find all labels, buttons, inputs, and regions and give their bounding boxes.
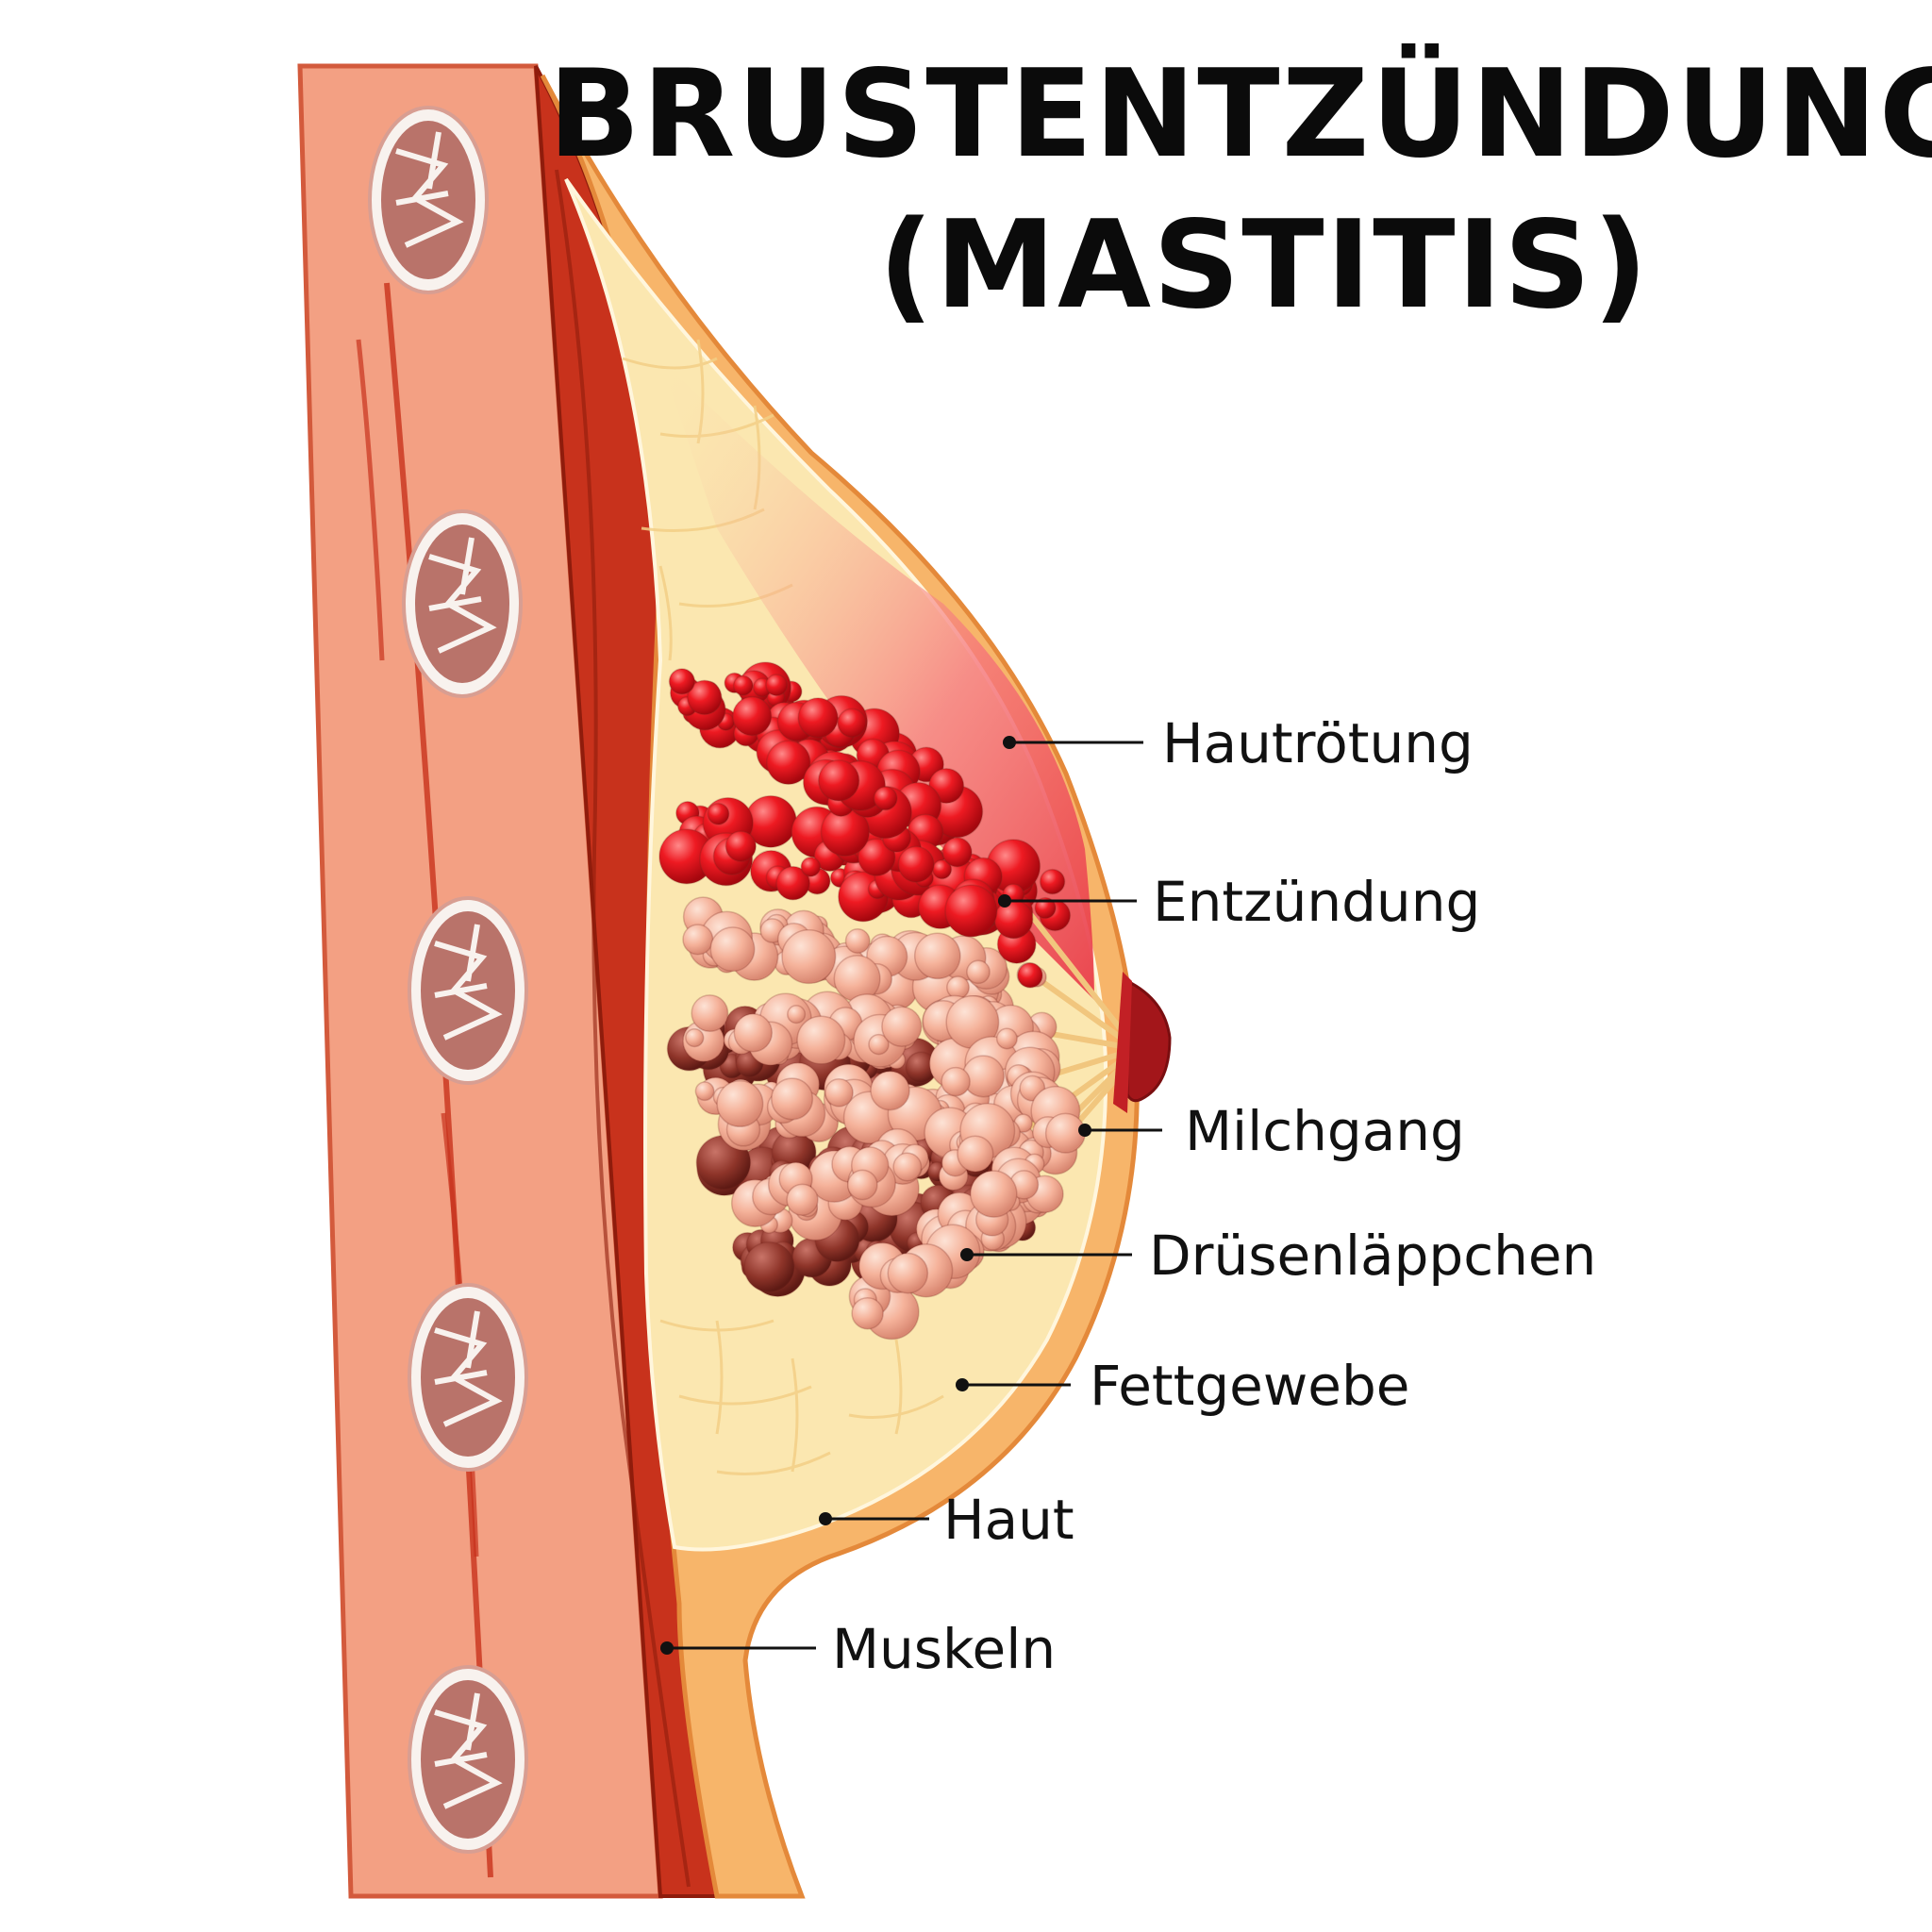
inflamed-bead [993, 899, 1034, 940]
lobule-bead [868, 1033, 890, 1056]
inflamed-bead [1017, 962, 1043, 989]
inflamed-bead [732, 696, 773, 737]
lobule-bead [786, 1183, 819, 1216]
skin-redness-area [660, 358, 1094, 1000]
inflamed-bead [817, 759, 860, 802]
inflamed-bead [837, 708, 867, 738]
rib-5 [408, 1665, 528, 1854]
lobule-bead [870, 1070, 910, 1111]
rib-cross-sections [368, 106, 528, 1854]
lobule-bead [913, 932, 961, 980]
inflamed-bead [765, 674, 789, 697]
lobule-bead [787, 1005, 807, 1024]
lobule-bead [892, 1152, 923, 1182]
callout-entzuendung: Entzündung [998, 870, 1480, 934]
label-muskeln: Muskeln [832, 1617, 1056, 1681]
lobule-bead [796, 1015, 846, 1065]
inflamed-bead [873, 786, 898, 811]
rib-2 [402, 509, 523, 698]
callout-fettgewebe: Fettgewebe [956, 1354, 1409, 1418]
rib-4 [408, 1283, 528, 1472]
lobule-bead [682, 924, 714, 956]
inflamed-bead [732, 675, 754, 696]
inflamed-bead [797, 697, 839, 739]
inflamed-bead [668, 668, 696, 695]
lobule-bead [685, 1027, 705, 1048]
callout-druesenlaeppchen: Drüsenläppchen [960, 1224, 1596, 1288]
lobule-bead [781, 929, 837, 985]
callout-haut: Haut [819, 1488, 1074, 1552]
lobule-bead [995, 1027, 1018, 1050]
label-haut: Haut [943, 1488, 1074, 1552]
label-druesenlaeppchen: Drüsenläppchen [1149, 1224, 1596, 1288]
inflamed-bead [944, 884, 998, 938]
lobule-bead [694, 1081, 715, 1102]
title-line-2: (MASTITIS) [878, 195, 1650, 336]
lobule-bead [844, 928, 871, 954]
lobule-bead [824, 1077, 854, 1108]
lobule-bead [733, 1013, 774, 1053]
lobule-bead [881, 1006, 923, 1047]
lobule-bead [709, 926, 756, 973]
lobule-bead [771, 1077, 814, 1121]
rib-1 [368, 106, 489, 294]
label-hautroetung: Hautrötung [1162, 711, 1474, 775]
lobule-bead [887, 1252, 929, 1294]
inflamed-bead [800, 857, 822, 877]
title-line-1: BRUSTENTZÜNDUNG [548, 43, 1932, 185]
inflamed-bead [724, 830, 757, 862]
lobule-bead [970, 1170, 1018, 1218]
inflamed-bead [687, 679, 723, 716]
rib-3 [408, 896, 528, 1085]
inflamed-bead [941, 837, 973, 868]
inflamed-bead [1034, 896, 1057, 920]
nipple [1113, 972, 1172, 1113]
label-entzuendung: Entzündung [1153, 870, 1480, 934]
inflamed-lobules [658, 661, 1072, 989]
inflamed-bead [766, 740, 811, 785]
gland-lobules [666, 896, 1086, 1341]
inflamed-bead [897, 845, 935, 883]
lobule-bead [691, 994, 729, 1033]
lobule-bead [851, 1296, 884, 1330]
lobule-bead [966, 959, 991, 985]
inflamed-bead [1039, 868, 1066, 895]
lobule-bead [716, 1079, 764, 1128]
lobule-bead [846, 1169, 878, 1201]
inflamed-bead [775, 865, 810, 901]
lobule-bead-dark [743, 1241, 795, 1293]
inflamed-bead [858, 838, 896, 876]
inflamed-bead [707, 802, 730, 825]
label-fettgewebe: Fettgewebe [1090, 1354, 1409, 1418]
lobule-bead [941, 1066, 971, 1097]
callout-muskeln: Muskeln [660, 1617, 1056, 1681]
callout-milchgang: Milchgang [1078, 1099, 1465, 1163]
label-milchgang: Milchgang [1185, 1099, 1465, 1163]
fat-cell-pattern [622, 339, 944, 1475]
lobule-bead [957, 1135, 994, 1173]
callout-hautroetung: Hautrötung [1003, 711, 1474, 775]
lobule-bead [946, 975, 970, 1000]
